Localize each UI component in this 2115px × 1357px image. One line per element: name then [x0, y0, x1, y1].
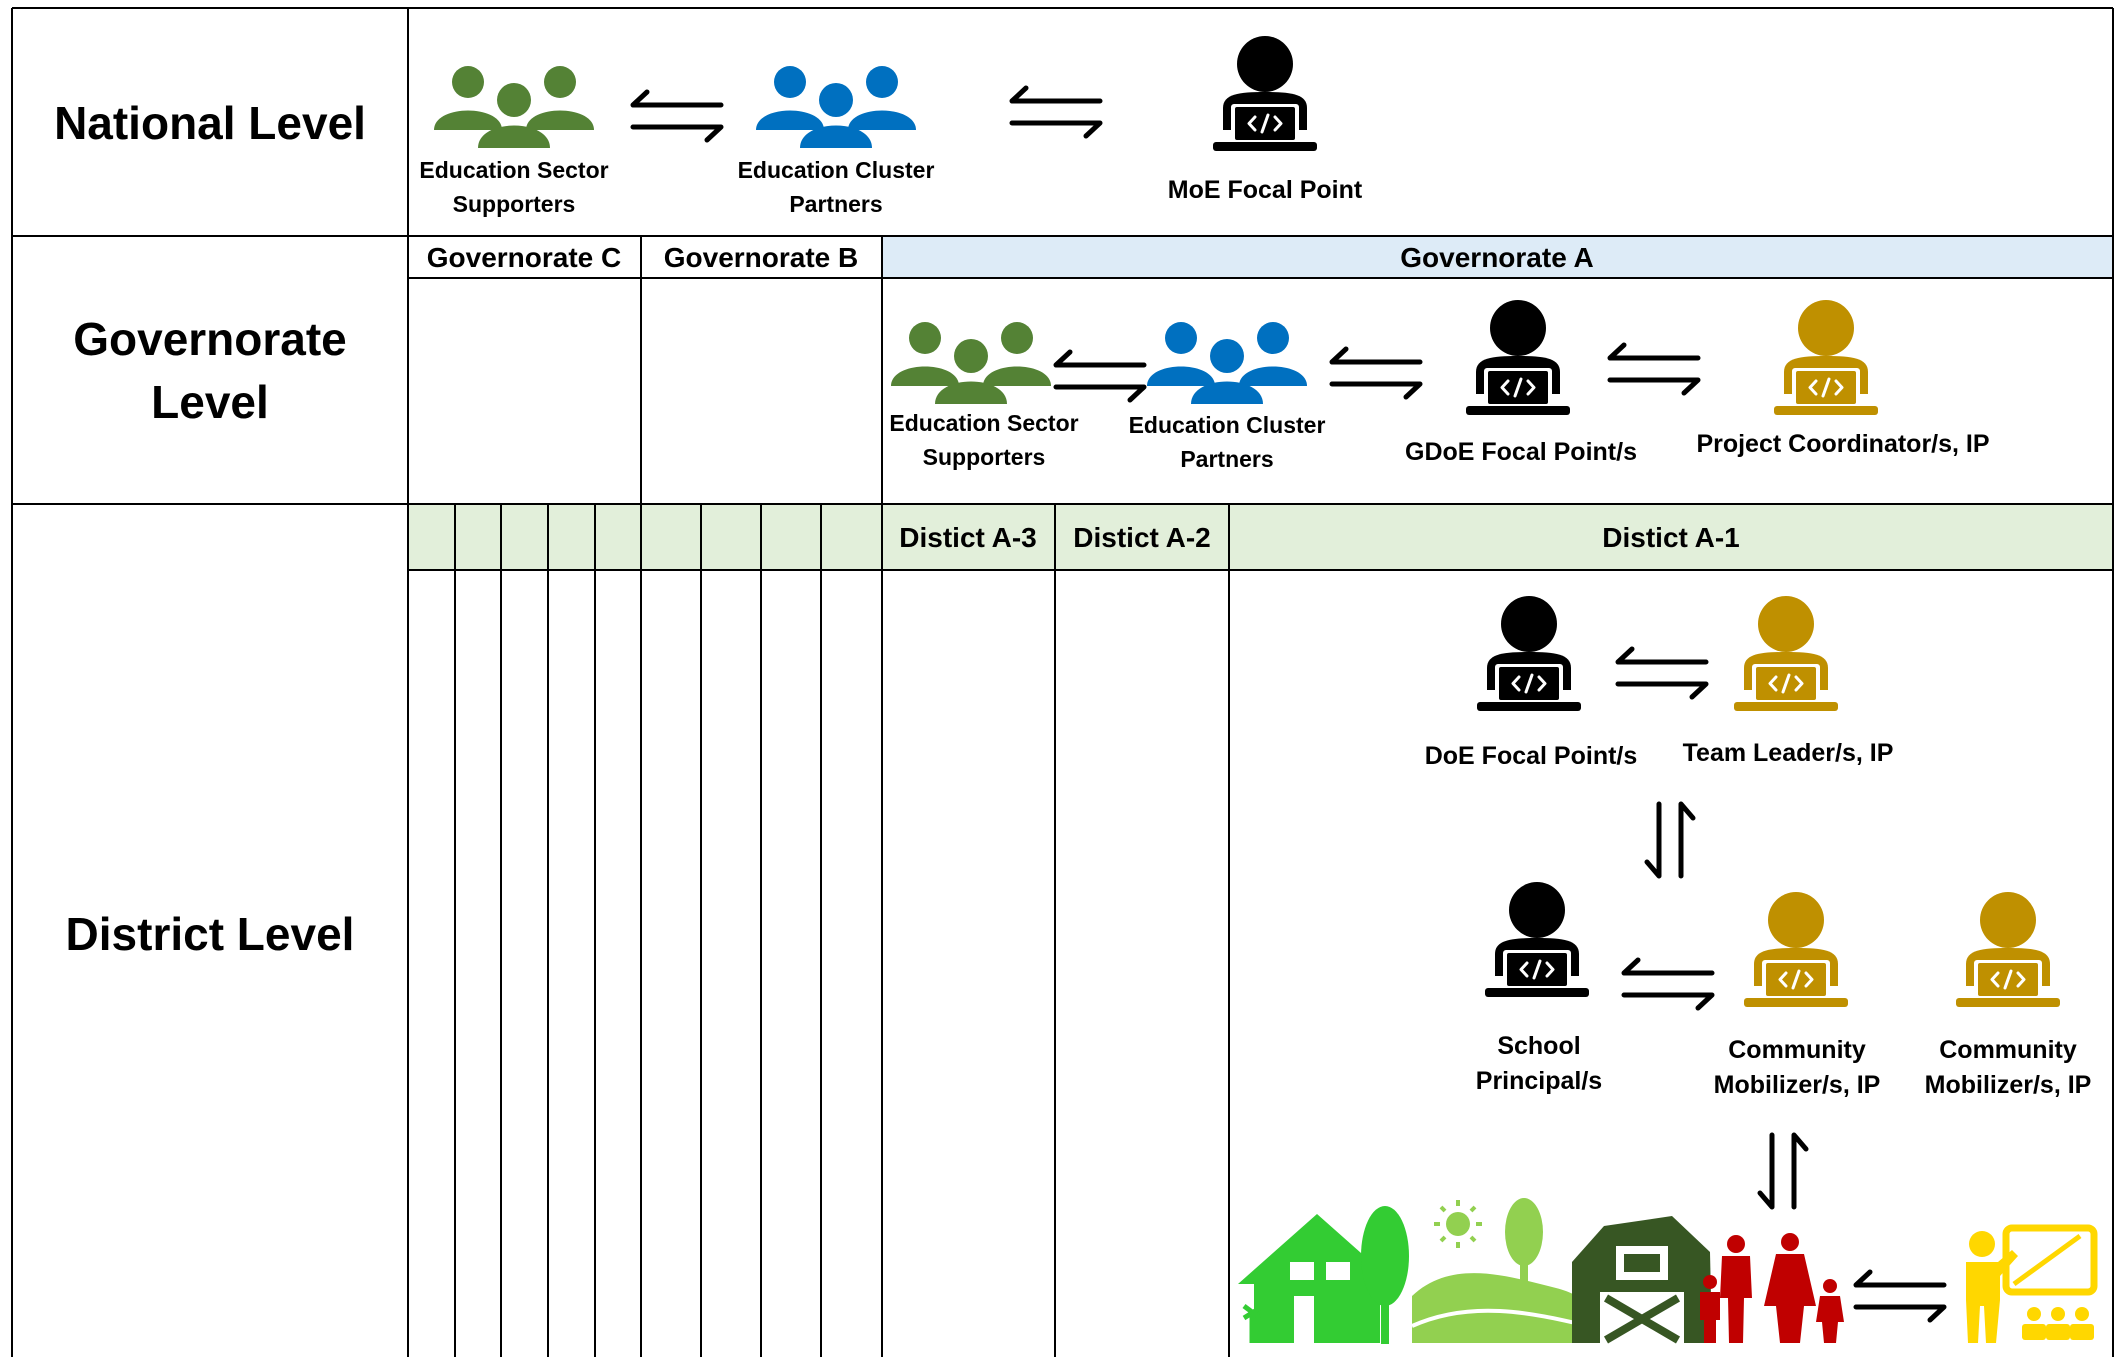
gov-arrow-icon-3 [1610, 345, 1698, 393]
district-vertical-arrow-icon-2 [1760, 1135, 1806, 1207]
district-a3-header: Distict A-3 [899, 522, 1036, 553]
hills-icon [1411, 1198, 1589, 1343]
national-cluster-partners-label-line1: Education Cluster [738, 157, 935, 183]
gov-cluster-partners-group-icon [1147, 322, 1307, 404]
governorate-level-label-line1: Governorate [73, 313, 347, 365]
governorate-c-header: Governorate C [427, 242, 622, 273]
national-cluster-partners-group-icon [756, 66, 916, 148]
team-leader-person-icon [1732, 594, 1840, 713]
family-icon [1700, 1233, 1844, 1343]
district-arrow-icon-1 [1618, 649, 1706, 697]
national-arrow-icon-2 [1012, 88, 1100, 136]
national-sector-supporters-group-icon [434, 66, 594, 148]
community-mobilizer-1-label-line1: Community [1728, 1036, 1866, 1064]
moe-focal-point-person-icon [1211, 34, 1319, 153]
gov-sector-supporters-group-icon [891, 322, 1051, 404]
barn-icon [1572, 1216, 1712, 1344]
district-vertical-arrow-icon-1 [1647, 804, 1693, 876]
teacher-icon [1966, 1224, 2098, 1343]
school-principal-person-icon [1483, 880, 1591, 999]
district-arrow-icon-2 [1624, 960, 1712, 1008]
house-icon [1238, 1206, 1409, 1344]
gov-sector-supporters-label-line1: Education Sector [889, 410, 1078, 436]
community-mobilizer-2-label-line2: Mobilizer/s, IP [1925, 1071, 2092, 1099]
table-grid [11, 7, 2114, 1357]
governorate-b-header: Governorate B [664, 242, 859, 273]
national-sector-supporters-label-line2: Supporters [453, 191, 576, 217]
district-level-label: District Level [66, 908, 355, 960]
community-mobilizer-2-label-line1: Community [1939, 1036, 2077, 1064]
gov-cluster-partners-label-line2: Partners [1180, 446, 1273, 472]
community-mobilizer-1-label-line2: Mobilizer/s, IP [1714, 1071, 1881, 1099]
moe-focal-point-label: MoE Focal Point [1168, 176, 1363, 204]
governorate-level-label-line2: Level [151, 376, 269, 428]
district-header-fill [408, 504, 2114, 570]
school-principal-label-line1: School [1497, 1032, 1580, 1060]
gov-arrow-icon-2 [1332, 349, 1420, 397]
national-level-label: National Level [54, 97, 366, 149]
school-principal-label-line2: Principal/s [1476, 1067, 1602, 1095]
project-coordinator-person-icon [1772, 298, 1880, 417]
team-leader-label: Team Leader/s, IP [1683, 739, 1894, 767]
community-mobilizer-1-person-icon [1742, 890, 1850, 1009]
governorate-header-a-fill [882, 236, 2114, 278]
national-sector-supporters-label-line1: Education Sector [419, 157, 608, 183]
gov-sector-supporters-label-line2: Supporters [923, 444, 1046, 470]
community-mobilizer-2-person-icon [1954, 890, 2062, 1009]
project-coordinator-label: Project Coordinator/s, IP [1696, 430, 1989, 458]
national-arrow-icon-1 [633, 92, 721, 140]
gdoe-focal-point-label: GDoE Focal Point/s [1405, 438, 1637, 466]
gdoe-focal-point-person-icon [1464, 298, 1572, 417]
national-cluster-partners-label-line2: Partners [789, 191, 882, 217]
doe-focal-point-label: DoE Focal Point/s [1425, 742, 1638, 770]
governorate-a-header: Governorate A [1400, 242, 1593, 273]
gov-cluster-partners-label-line1: Education Cluster [1129, 412, 1326, 438]
gov-arrow-icon-1 [1056, 352, 1144, 400]
district-a1-header: Distict A-1 [1602, 522, 1739, 553]
district-a2-header: Distict A-2 [1073, 522, 1210, 553]
district-arrow-icon-3 [1856, 1272, 1944, 1320]
doe-focal-point-person-icon [1475, 594, 1583, 713]
